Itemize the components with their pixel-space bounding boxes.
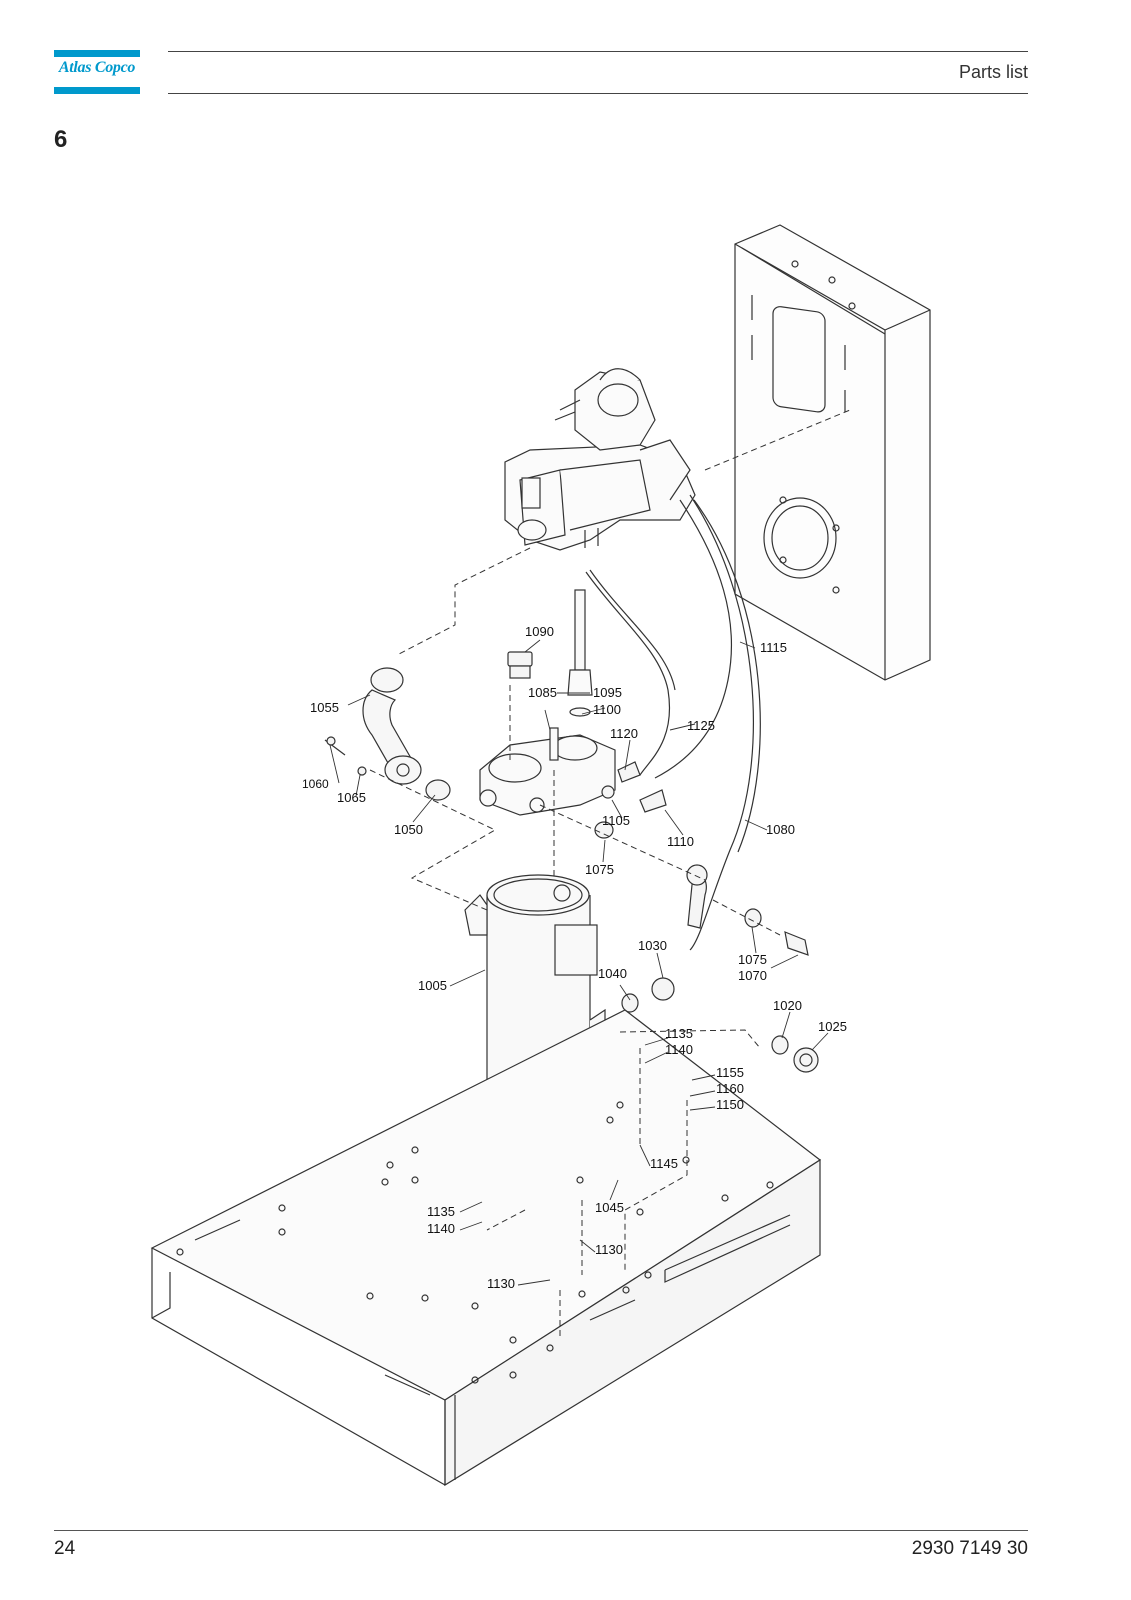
callout-1120: 1120	[610, 726, 638, 741]
callout-1140-upper: 1140	[665, 1042, 693, 1057]
callout-1125: 1125	[687, 718, 715, 733]
callout-1110: 1110	[667, 834, 694, 849]
callout-1050: 1050	[394, 822, 423, 837]
callout-1075-upper: 1075	[585, 862, 614, 877]
footer-rule	[54, 1530, 1028, 1531]
logo-wordmark: Atlas Copco	[58, 59, 136, 76]
callout-1070: 1070	[738, 968, 767, 983]
callout-1150: 1150	[716, 1097, 744, 1112]
callout-1140-lower: 1140	[427, 1221, 455, 1236]
base-frame	[150, 1009, 822, 1487]
callout-1030: 1030	[638, 938, 667, 953]
atlas-copco-logo: Atlas Copco	[54, 50, 140, 94]
section-number: 6	[54, 126, 68, 153]
callout-1020: 1020	[773, 998, 802, 1013]
callout-1160: 1160	[716, 1081, 744, 1096]
page-number: 24	[54, 1538, 76, 1559]
filter-head-block	[479, 727, 616, 816]
callout-1130-right: 1130	[595, 1242, 623, 1257]
back-panel	[734, 224, 931, 681]
callout-1060: 1060	[302, 777, 329, 791]
callout-1075-lower: 1075	[738, 952, 767, 967]
callout-1155: 1155	[716, 1065, 744, 1080]
callout-1040: 1040	[598, 966, 627, 981]
header-top-rule	[168, 51, 1028, 52]
header-bottom-rule	[168, 93, 1028, 94]
sensor-tube	[567, 589, 593, 717]
assembly-lines	[369, 409, 851, 1340]
callout-1045: 1045	[595, 1200, 624, 1215]
callout-1025: 1025	[818, 1019, 847, 1034]
callout-1135-lower: 1135	[427, 1204, 455, 1219]
callout-1130-left: 1130	[487, 1276, 515, 1291]
callout-1115: 1115	[760, 640, 787, 655]
callout-1065: 1065	[337, 790, 366, 805]
callout-1145: 1145	[650, 1156, 678, 1171]
callout-1100: 1100	[593, 702, 621, 717]
callout-1055: 1055	[310, 700, 339, 715]
page-title: Parts list	[958, 62, 1028, 82]
elbow-pipe-1055	[362, 667, 422, 785]
leader-lines	[329, 639, 829, 1286]
callout-1080: 1080	[766, 822, 795, 837]
logo-bottom-bar	[54, 87, 140, 94]
compressor-element	[504, 368, 696, 551]
callout-1095: 1095	[593, 685, 622, 700]
callout-1090: 1090	[525, 624, 554, 639]
hoses	[585, 494, 761, 951]
callout-1135-upper: 1135	[665, 1026, 693, 1041]
callout-1085: 1085	[528, 685, 557, 700]
document-number: 2930 7149 30	[911, 1538, 1028, 1559]
logo-top-bar	[54, 50, 140, 57]
callout-labels: 1090 1055 1085 1095 1100 1115 1120 1125 …	[302, 624, 847, 1291]
plug-1090	[507, 651, 533, 679]
callout-1005: 1005	[418, 978, 447, 993]
callout-1105: 1105	[602, 813, 630, 828]
